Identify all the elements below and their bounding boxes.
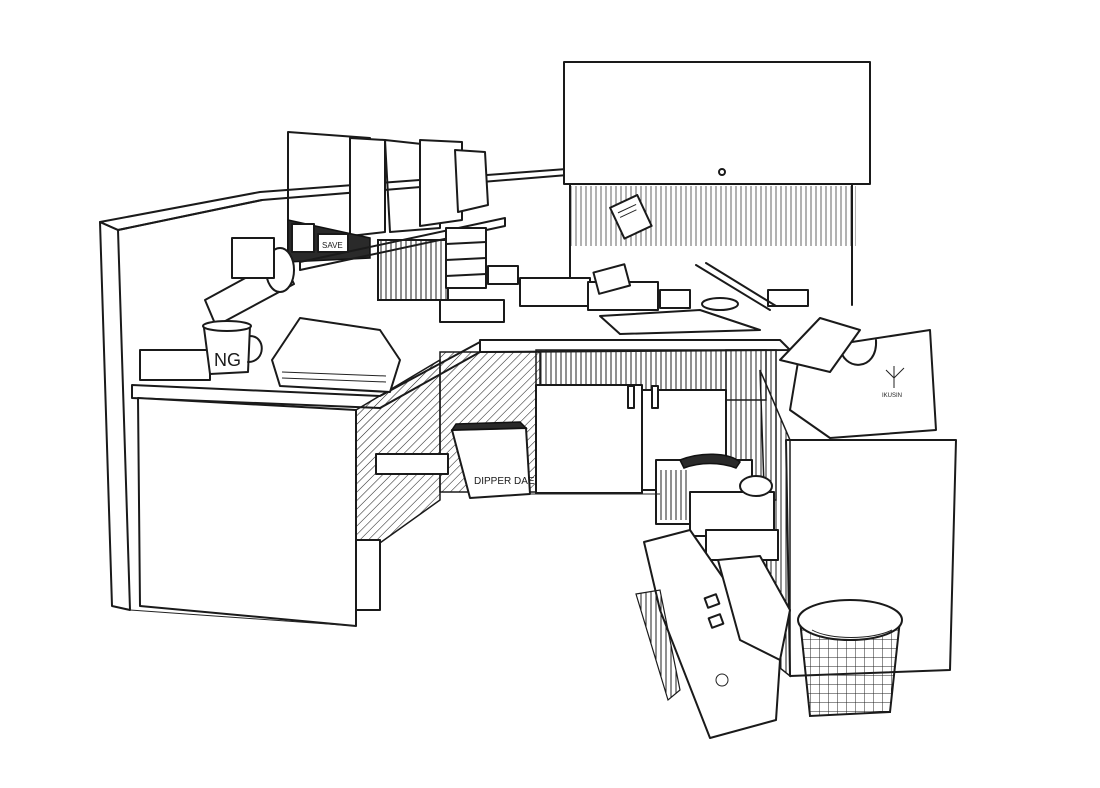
mug-text: NG — [214, 350, 241, 370]
drawer-unit — [377, 227, 487, 301]
desk-tray — [139, 349, 211, 381]
suitcase — [635, 529, 781, 739]
waste-basket — [797, 599, 903, 718]
magazine-files: SAVE — [287, 131, 489, 263]
desk-lamp — [204, 237, 295, 327]
pinned-note — [609, 194, 653, 240]
cupboard-handle-right — [651, 385, 659, 409]
bag-logo-text: IKUSIN — [882, 393, 902, 399]
plastic-bag — [717, 555, 791, 661]
file-label: SAVE — [322, 241, 343, 250]
cupboard-handle-left — [627, 385, 635, 409]
paper-box: DIPPER DAE — [375, 421, 535, 499]
left-desk — [131, 341, 481, 627]
mug: NG — [202, 320, 263, 375]
shelf — [299, 217, 506, 271]
floor-line — [129, 493, 660, 627]
tree-logo-icon — [885, 366, 905, 388]
back-desk-clutter — [439, 262, 809, 335]
box-text: DIPPER DAE — [474, 476, 535, 487]
shopping-bag: IKUSIN — [779, 317, 937, 439]
papers-stack — [271, 317, 401, 393]
